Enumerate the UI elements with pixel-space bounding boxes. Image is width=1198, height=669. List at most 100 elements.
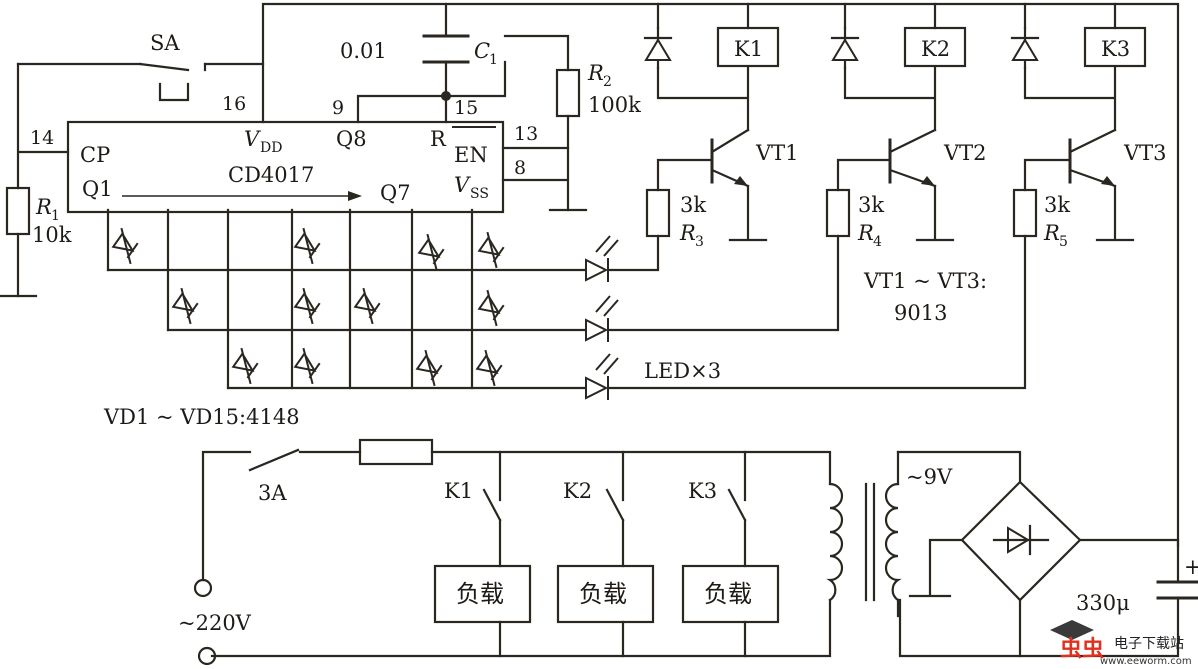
k3-relay-coil xyxy=(1083,26,1147,68)
cap-icon xyxy=(1050,620,1094,640)
bridge-rectifier xyxy=(960,480,1082,602)
vt3-transistor xyxy=(1068,128,1117,188)
ic-q7: Q7 xyxy=(380,181,411,205)
matrix-diode xyxy=(293,287,321,325)
load-box-2 xyxy=(556,564,655,624)
r5-name: R xyxy=(1043,221,1060,245)
ic-q1: Q1 xyxy=(82,177,113,201)
k2-label: K2 xyxy=(921,37,950,61)
flyback-diodes xyxy=(643,26,1040,70)
wiring xyxy=(0,2,1180,658)
vt2-transistor xyxy=(888,128,937,188)
cap-value: 330μ xyxy=(1076,591,1130,615)
mains-terminal-1 xyxy=(193,578,213,598)
matrix-diode xyxy=(477,231,505,269)
vt3-label: VT3 xyxy=(1123,141,1167,165)
ic-en: EN xyxy=(454,143,488,167)
labels: SA 16 9 15 14 13 8 CP V DD Q8 R EN CD401… xyxy=(30,31,1198,635)
ic-r: R xyxy=(430,127,447,151)
r5-value: 3k xyxy=(1044,193,1070,217)
c1-capacitor xyxy=(422,34,470,64)
k2-relay-coil xyxy=(903,26,967,68)
r5-sub: 5 xyxy=(1059,234,1068,250)
load-3-label: 负载 xyxy=(704,580,752,608)
pin-15: 15 xyxy=(454,97,478,119)
vt1-transistor xyxy=(710,128,750,188)
r3-resistor xyxy=(645,188,671,238)
k1-label: K1 xyxy=(734,37,763,61)
matrix-diode xyxy=(477,289,505,327)
r2-name: R xyxy=(587,61,604,85)
ic-vss: V xyxy=(454,173,471,197)
pin-16: 16 xyxy=(222,93,246,115)
r1-value: 10k xyxy=(32,223,72,247)
r4-resistor xyxy=(825,188,851,238)
load-2-label: 负载 xyxy=(579,580,627,608)
pin-8: 8 xyxy=(514,157,526,179)
ic-name: CD4017 xyxy=(228,163,314,187)
r2-resistor xyxy=(555,68,581,118)
r1-resistor xyxy=(5,186,31,236)
load-box-1 xyxy=(433,564,532,624)
ic-vdd-sub: DD xyxy=(260,140,282,156)
mains-switch xyxy=(248,448,300,472)
r3-sub: 3 xyxy=(695,234,704,250)
fuse xyxy=(358,438,434,466)
watermark-brand: 虫虫 xyxy=(1060,636,1104,662)
r3-value: 3k xyxy=(680,193,706,217)
relay-contacts xyxy=(482,488,747,522)
mains-label: ~220V xyxy=(178,611,252,635)
matrix-diode xyxy=(111,227,139,265)
r5-resistor xyxy=(1012,188,1038,238)
mains-terminal-2 xyxy=(197,646,217,666)
matrix-diode xyxy=(353,287,381,325)
vt-note-1: VT1 ~ VT3: xyxy=(863,269,987,293)
ic-vss-sub: SS xyxy=(470,186,489,202)
diode-matrix xyxy=(111,227,505,387)
k1-switch-label: K1 xyxy=(444,479,473,503)
led-indicators xyxy=(585,235,619,400)
k2-switch-label: K2 xyxy=(563,479,592,503)
k3-label: K3 xyxy=(1101,37,1130,61)
vt-note-2: 9013 xyxy=(894,301,947,325)
pin-14: 14 xyxy=(30,127,54,149)
led-label: LED×3 xyxy=(644,359,721,383)
r4-sub: 4 xyxy=(873,234,882,250)
led-1 xyxy=(585,235,619,282)
c1-sub: 1 xyxy=(489,52,498,68)
filter-capacitor xyxy=(1156,580,1198,600)
led-2 xyxy=(585,295,619,342)
r2-value: 100k xyxy=(588,93,641,117)
en-overbar xyxy=(452,126,496,128)
ic-q8: Q8 xyxy=(336,127,367,151)
r4-name: R xyxy=(857,221,874,245)
site-watermark: 虫虫 电子下载站 www.eeworm.com xyxy=(1050,620,1192,667)
c1-name: C xyxy=(474,39,490,63)
cap-plus: + xyxy=(1184,555,1198,579)
ic-vdd: V xyxy=(244,127,261,151)
vt1-label: VT1 xyxy=(755,141,799,165)
cd4017-chip xyxy=(66,120,505,214)
matrix-diode xyxy=(475,349,503,387)
matrix-diode xyxy=(415,349,443,387)
c1-value: 0.01 xyxy=(340,39,387,63)
pin-9: 9 xyxy=(332,97,344,119)
load-1-label: 负载 xyxy=(456,580,504,608)
matrix-diode xyxy=(293,347,321,385)
watermark-url: www.eeworm.com xyxy=(1100,656,1192,667)
ic-cp: CP xyxy=(80,143,110,167)
transformer xyxy=(826,482,902,602)
r1-name: R xyxy=(35,195,52,219)
r2-sub: 2 xyxy=(603,74,612,90)
matrix-diode xyxy=(417,233,445,271)
k1-relay-coil xyxy=(716,26,780,68)
r1-sub: 1 xyxy=(51,208,60,224)
tx-label: ~9V xyxy=(906,465,953,489)
watermark-site: 电子下载站 xyxy=(1114,636,1184,652)
matrix-diode xyxy=(293,227,321,265)
matrix-diode xyxy=(231,347,259,385)
sa-switch xyxy=(138,62,207,102)
fuse-label: 3A xyxy=(258,481,287,505)
sa-label: SA xyxy=(150,31,180,55)
